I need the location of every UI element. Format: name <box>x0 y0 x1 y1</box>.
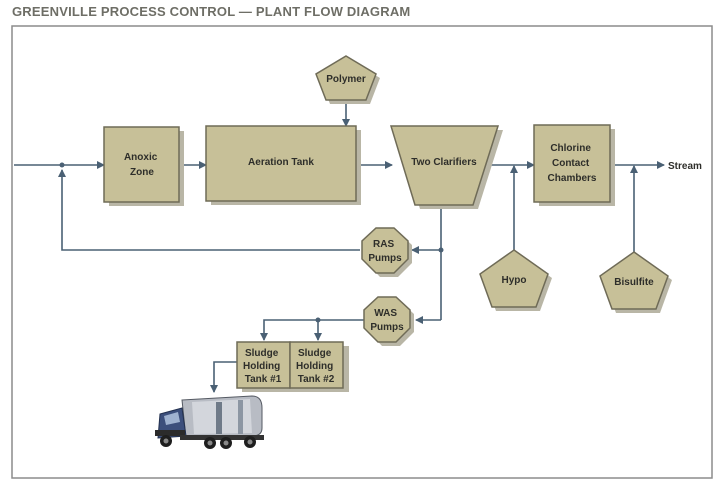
bisulfite-node: Bisulfite <box>599 251 672 313</box>
two-clarifiers-label: Two Clarifiers <box>411 157 477 168</box>
aeration-tank-label: Aeration Tank <box>248 157 314 168</box>
stream-label: Stream <box>668 161 702 172</box>
sludge-truck-icon <box>155 395 264 449</box>
anoxic-zone-label: Anoxic Zone <box>124 152 160 178</box>
bisulfite-label: Bisulfite <box>614 277 654 288</box>
hypo-node: Hypo <box>479 249 552 311</box>
sludge-holding-tanks-node: Sludge Holding Tank #1 Sludge Holding Ta… <box>236 341 349 392</box>
diagram-title: GREENVILLE PROCESS CONTROL — PLANT FLOW … <box>12 4 411 19</box>
anoxic-zone-node: Anoxic Zone <box>103 126 184 206</box>
ras-return-line <box>58 169 360 251</box>
junction-dot <box>315 317 321 323</box>
sludge-tank-2-label: Sludge Holding Tank #2 <box>296 348 336 385</box>
junction-dot <box>59 162 65 168</box>
two-clarifiers-node: Two Clarifiers <box>389 125 503 209</box>
chlorine-contact-label: Chlorine Contact Chambers <box>548 143 597 184</box>
flow-lines <box>14 100 665 393</box>
ras-pumps-node: RAS Pumps <box>361 227 412 277</box>
sludge-holding-tank-2 <box>289 341 344 389</box>
junction-dots <box>59 162 444 323</box>
junction-dot <box>438 247 444 253</box>
sludge-holding-tank-1 <box>236 341 291 389</box>
was-pumps-node: WAS Pumps <box>363 296 414 346</box>
sludge-tank-1-label: Sludge Holding Tank #1 <box>243 348 283 385</box>
polymer-label: Polymer <box>326 74 366 85</box>
was-pumps-label: WAS Pumps <box>370 308 404 333</box>
polymer-node: Polymer <box>315 55 380 104</box>
aeration-tank-node: Aeration Tank <box>205 125 361 205</box>
chlorine-contact-node: Chlorine Contact Chambers <box>533 124 615 206</box>
hypo-label: Hypo <box>502 275 527 286</box>
ras-pumps-label: RAS Pumps <box>368 239 402 264</box>
sludge-to-truck-line <box>210 361 237 393</box>
was-to-sludge-tank-1-line <box>260 319 364 341</box>
